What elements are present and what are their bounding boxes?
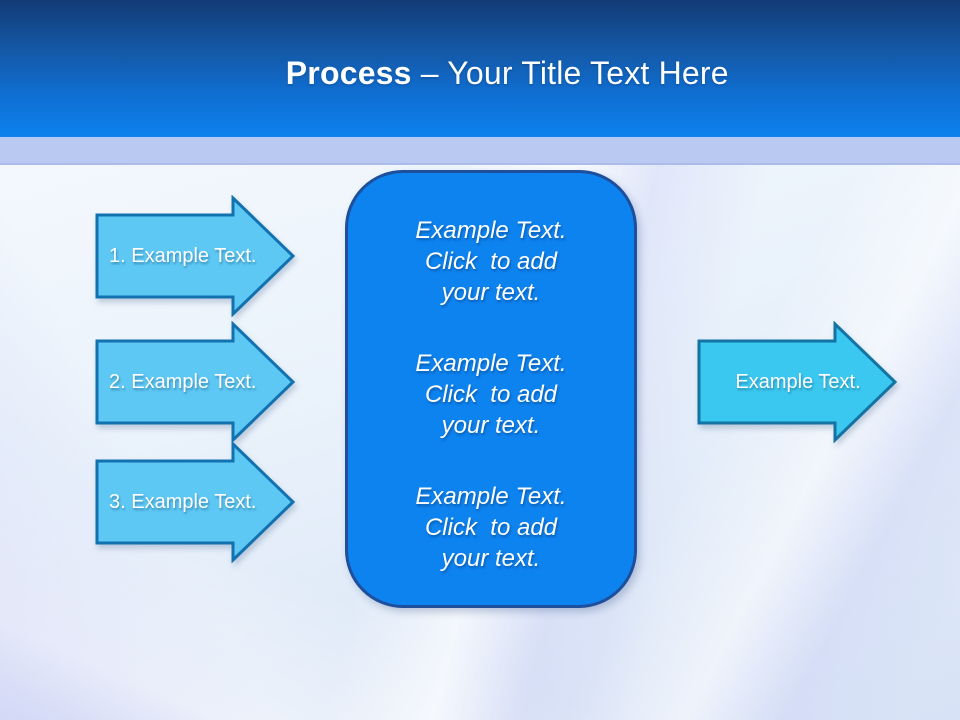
placeholder-line: your text. <box>441 545 541 572</box>
step-arrow-3[interactable]: 3. Example Text. <box>95 441 297 563</box>
slide-title-keyword: Process <box>285 55 412 91</box>
right-arrow-shape-icon <box>697 321 898 443</box>
right-arrow-shape-icon <box>95 441 296 563</box>
step-arrow-1[interactable]: 1. Example Text. <box>95 195 297 317</box>
placeholder-line: Click to add <box>424 248 558 275</box>
placeholder-line: Click to add <box>424 381 558 408</box>
slide-title-placeholder: – Your Title Text Here <box>411 55 729 91</box>
process-box-text-placeholder-2[interactable]: Example Text. Click to add your text. <box>415 348 566 441</box>
right-arrow-shape-icon <box>95 195 296 317</box>
placeholder-line: your text. <box>441 412 541 439</box>
placeholder-line: Click to add <box>424 514 558 541</box>
output-arrow[interactable]: Example Text. <box>697 321 899 443</box>
header-band: Process – Your Title Text Here <box>0 0 960 137</box>
slide-title[interactable]: Process – Your Title Text Here <box>231 8 729 129</box>
process-box-text-placeholder-1[interactable]: Example Text. Click to add your text. <box>415 215 566 308</box>
right-arrow-shape-icon <box>95 321 296 443</box>
process-box[interactable]: Example Text. Click to add your text. Ex… <box>345 170 637 608</box>
divider-stripe <box>0 137 960 165</box>
step-arrow-2[interactable]: 2. Example Text. <box>95 321 297 443</box>
placeholder-line: your text. <box>441 279 541 306</box>
placeholder-line: Example Text. <box>415 350 567 377</box>
process-box-text-placeholder-3[interactable]: Example Text. Click to add your text. <box>415 481 566 574</box>
placeholder-line: Example Text. <box>415 483 567 510</box>
placeholder-line: Example Text. <box>415 217 567 244</box>
